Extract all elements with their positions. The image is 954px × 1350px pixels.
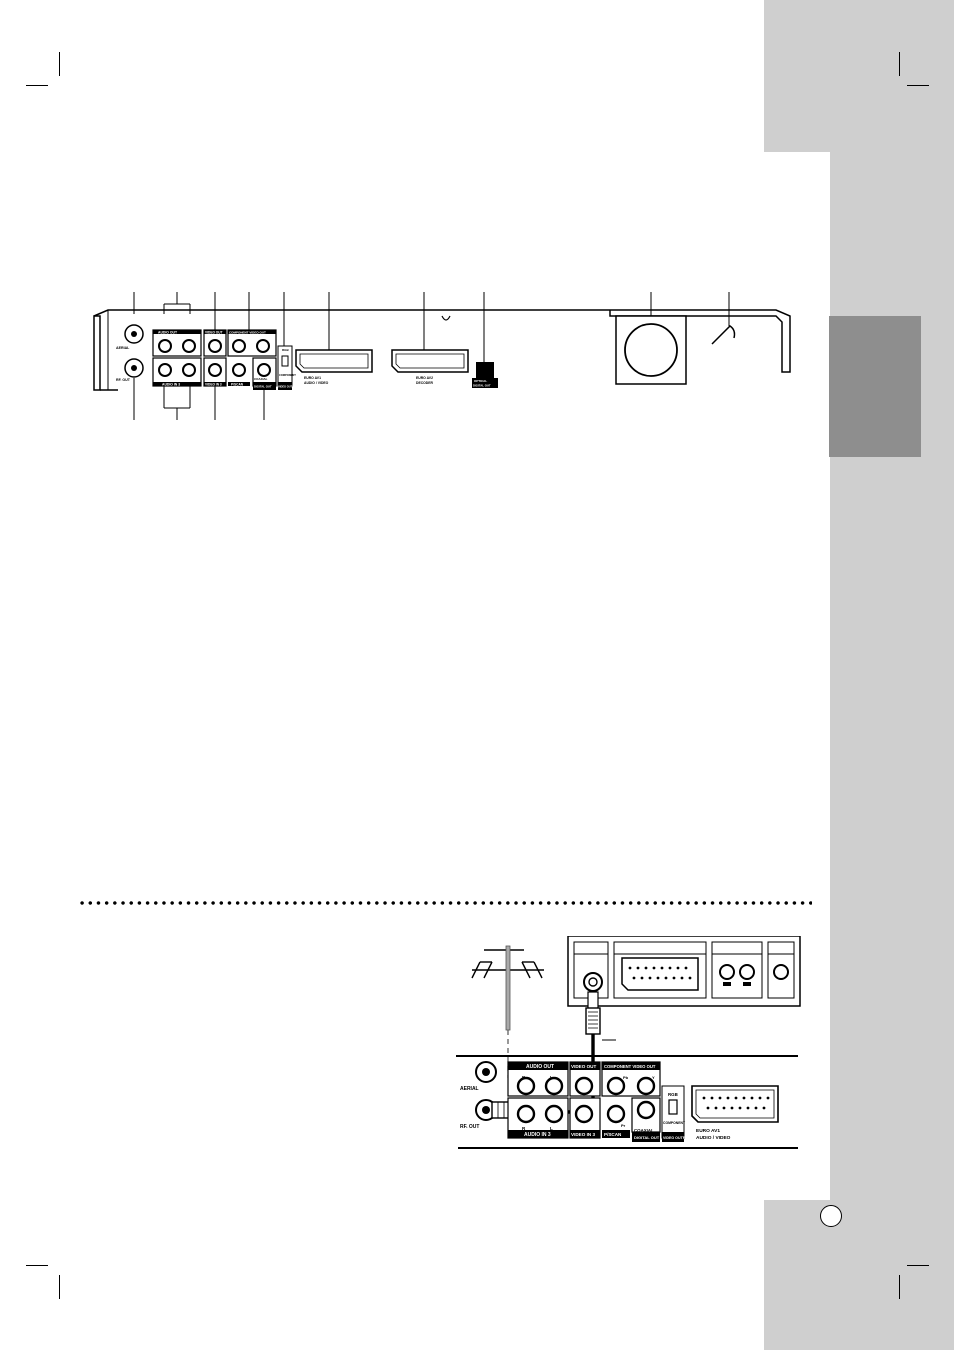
svg-text:AUDIO IN 3: AUDIO IN 3 xyxy=(524,1132,551,1138)
svg-text:L: L xyxy=(550,1126,553,1131)
svg-text:VIDEO IN 3: VIDEO IN 3 xyxy=(205,383,222,387)
svg-text:AUDIO IN 3: AUDIO IN 3 xyxy=(162,383,180,387)
svg-text:VIDEO OUTPUT: VIDEO OUTPUT xyxy=(663,1136,691,1140)
page-number-circle xyxy=(820,1205,842,1227)
svg-text:COMPONENT VIDEO OUT: COMPONENT VIDEO OUT xyxy=(229,331,266,335)
crop-mark xyxy=(899,52,900,76)
svg-text:AUDIO / VIDEO: AUDIO / VIDEO xyxy=(696,1135,731,1141)
svg-text:OPTICAL: OPTICAL xyxy=(474,379,487,383)
svg-text:RGB: RGB xyxy=(282,348,290,352)
antenna-icon xyxy=(471,949,544,979)
svg-text:DECODER: DECODER xyxy=(416,381,434,385)
svg-text:VIDEO IN 3: VIDEO IN 3 xyxy=(571,1132,595,1137)
svg-text:R: R xyxy=(522,1075,526,1080)
rf-out-connector xyxy=(124,358,144,378)
power-cord-icon xyxy=(711,325,736,345)
fan-icon xyxy=(624,323,678,377)
svg-text:Y: Y xyxy=(652,1075,655,1080)
svg-text:VIDEO OUTPUT: VIDEO OUTPUT xyxy=(278,385,298,389)
page-notch xyxy=(764,152,830,1200)
aerial-connection-diagram: AERIAL RF. OUT AUDIO OUT R L R L AUDIO I… xyxy=(456,936,801,1149)
svg-text:COAXIAL: COAXIAL xyxy=(634,1128,654,1133)
crop-mark xyxy=(899,1275,900,1299)
svg-text:COMPONENT VIDEO OUT: COMPONENT VIDEO OUT xyxy=(604,1064,656,1069)
dotted-separator xyxy=(78,900,812,906)
chapter-tab xyxy=(829,316,921,457)
svg-text:DIGITAL OUT: DIGITAL OUT xyxy=(254,385,272,389)
svg-text:R: R xyxy=(522,1126,526,1131)
euro-av1-scart xyxy=(295,349,373,373)
svg-text:AUDIO / VIDEO: AUDIO / VIDEO xyxy=(304,381,329,385)
svg-text:COAXIAL: COAXIAL xyxy=(254,377,268,381)
crop-mark xyxy=(59,1275,60,1299)
svg-text:P/SCAN: P/SCAN xyxy=(604,1132,622,1137)
svg-text:VIDEO OUT: VIDEO OUT xyxy=(571,1064,596,1069)
svg-text:P/SCAN: P/SCAN xyxy=(231,383,244,387)
svg-text:EURO AV1: EURO AV1 xyxy=(696,1128,720,1134)
svg-text:AERIAL: AERIAL xyxy=(116,346,130,350)
crop-mark xyxy=(26,1265,48,1266)
svg-text:L: L xyxy=(550,1075,553,1080)
svg-text:Pb: Pb xyxy=(623,1075,629,1080)
aerial-connector xyxy=(124,324,144,344)
svg-text:COMPONENT: COMPONENT xyxy=(663,1121,686,1125)
svg-text:AERIAL: AERIAL xyxy=(460,1086,479,1092)
svg-text:VIDEO OUT: VIDEO OUT xyxy=(205,331,223,335)
svg-text:DIGITAL OUT: DIGITAL OUT xyxy=(473,384,491,388)
scart-connector-icon xyxy=(621,957,699,991)
svg-text:EURO AV1: EURO AV1 xyxy=(304,376,321,380)
svg-text:EURO AV2: EURO AV2 xyxy=(416,376,433,380)
svg-text:RF. OUT: RF. OUT xyxy=(116,378,131,382)
svg-text:Pr: Pr xyxy=(621,1123,626,1128)
svg-text:DIGITAL OUT: DIGITAL OUT xyxy=(634,1135,660,1140)
crop-mark xyxy=(907,1265,929,1266)
callout-lines-bottom xyxy=(133,378,265,420)
crop-mark xyxy=(59,52,60,76)
svg-text:RGB: RGB xyxy=(668,1092,678,1097)
svg-text:RF. OUT: RF. OUT xyxy=(460,1124,479,1130)
crop-mark xyxy=(26,85,48,86)
euro-av2-scart xyxy=(391,349,469,373)
crop-mark xyxy=(907,85,929,86)
rear-panel-diagram: AERIAL RF. OUT AUDIO OUT AUDIO IN 3 VIDE… xyxy=(93,292,791,420)
svg-text:COMPONENT: COMPONENT xyxy=(279,373,296,377)
svg-text:AUDIO OUT: AUDIO OUT xyxy=(158,331,178,335)
svg-text:AUDIO OUT: AUDIO OUT xyxy=(526,1064,554,1070)
